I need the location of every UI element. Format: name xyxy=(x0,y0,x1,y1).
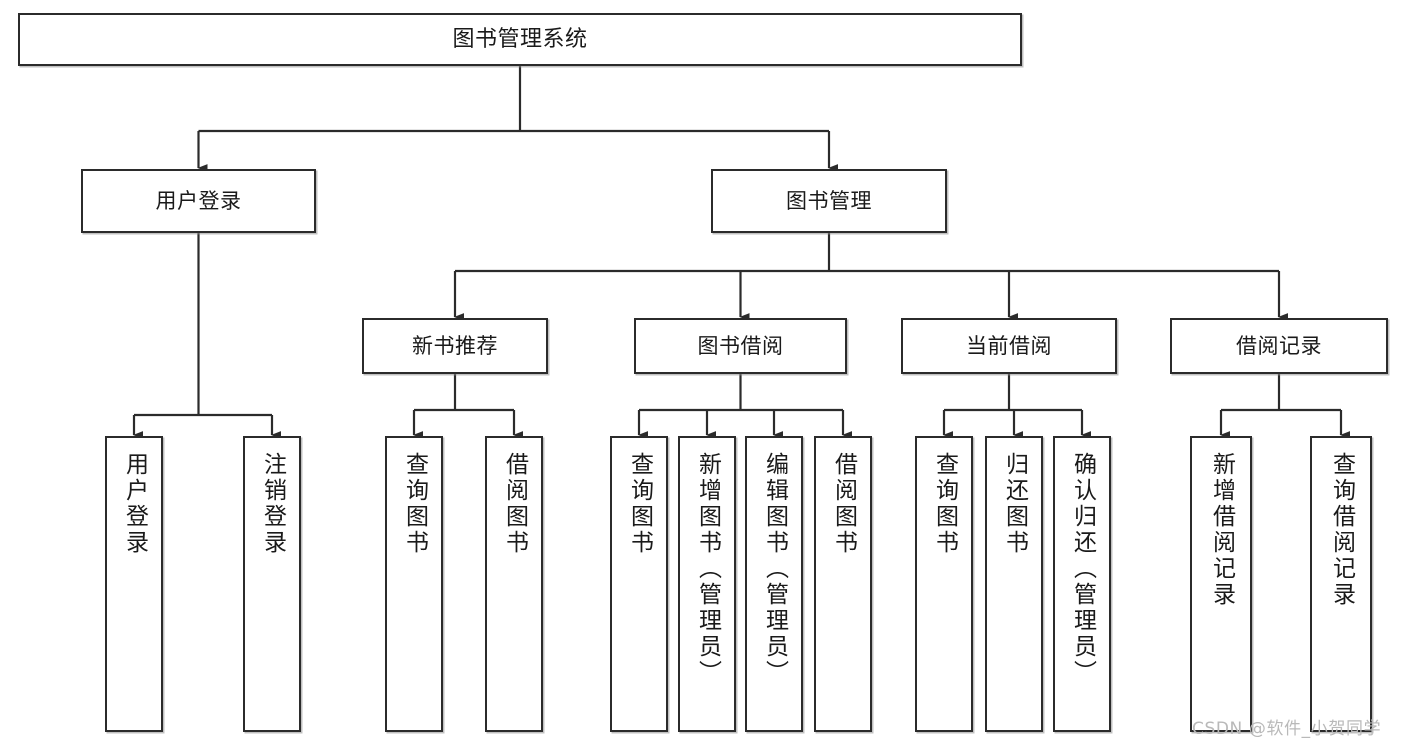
node-n8[interactable]: 借阅图书 xyxy=(814,436,872,732)
node-label: 查询图书 xyxy=(626,452,653,556)
node-n2[interactable]: 注销登录 xyxy=(243,436,301,732)
node-label: 借阅图书 xyxy=(501,452,528,556)
node-label: 查询图书 xyxy=(401,452,428,556)
node-n10[interactable]: 归还图书 xyxy=(985,436,1043,732)
node-n11[interactable]: 确认归还（管理员） xyxy=(1053,436,1111,732)
node-label: 图书借阅 xyxy=(697,333,784,358)
node-l3c[interactable]: 当前借阅 xyxy=(901,318,1117,374)
node-label: 查询借阅记录 xyxy=(1328,452,1355,608)
node-n7[interactable]: 编辑图书（管理员） xyxy=(745,436,803,732)
node-label: 新书推荐 xyxy=(412,333,498,358)
node-l3d[interactable]: 借阅记录 xyxy=(1170,318,1388,374)
node-label: 查询图书 xyxy=(931,452,958,556)
node-label: 新增图书（管理员） xyxy=(694,452,721,686)
node-label: 借阅记录 xyxy=(1236,333,1322,358)
node-label: 借阅图书 xyxy=(830,452,857,556)
node-n6[interactable]: 新增图书（管理员） xyxy=(678,436,736,732)
node-label: 用户登录 xyxy=(121,452,148,556)
node-label: 归还图书 xyxy=(1001,452,1028,556)
node-l2a[interactable]: 用户登录 xyxy=(81,169,316,233)
node-n3[interactable]: 查询图书 xyxy=(385,436,443,732)
node-n12[interactable]: 新增借阅记录 xyxy=(1190,436,1252,732)
node-root[interactable]: 图书管理系统 xyxy=(18,13,1022,66)
node-l3b[interactable]: 图书借阅 xyxy=(634,318,847,374)
node-label: 用户登录 xyxy=(155,188,242,213)
node-l3a[interactable]: 新书推荐 xyxy=(362,318,548,374)
node-label: 当前借阅 xyxy=(966,333,1052,358)
node-n5[interactable]: 查询图书 xyxy=(610,436,668,732)
node-label: 注销登录 xyxy=(259,452,286,556)
node-label: 确认归还（管理员） xyxy=(1069,452,1096,686)
node-n4[interactable]: 借阅图书 xyxy=(485,436,543,732)
node-label: 图书管理系统 xyxy=(452,26,588,52)
node-l2b[interactable]: 图书管理 xyxy=(711,169,947,233)
node-label: 新增借阅记录 xyxy=(1208,452,1235,608)
node-n9[interactable]: 查询图书 xyxy=(915,436,973,732)
node-label: 图书管理 xyxy=(786,188,872,213)
node-n1[interactable]: 用户登录 xyxy=(105,436,163,732)
tree-edges xyxy=(132,66,1350,439)
node-label: 编辑图书（管理员） xyxy=(761,452,788,686)
node-n13[interactable]: 查询借阅记录 xyxy=(1310,436,1372,732)
